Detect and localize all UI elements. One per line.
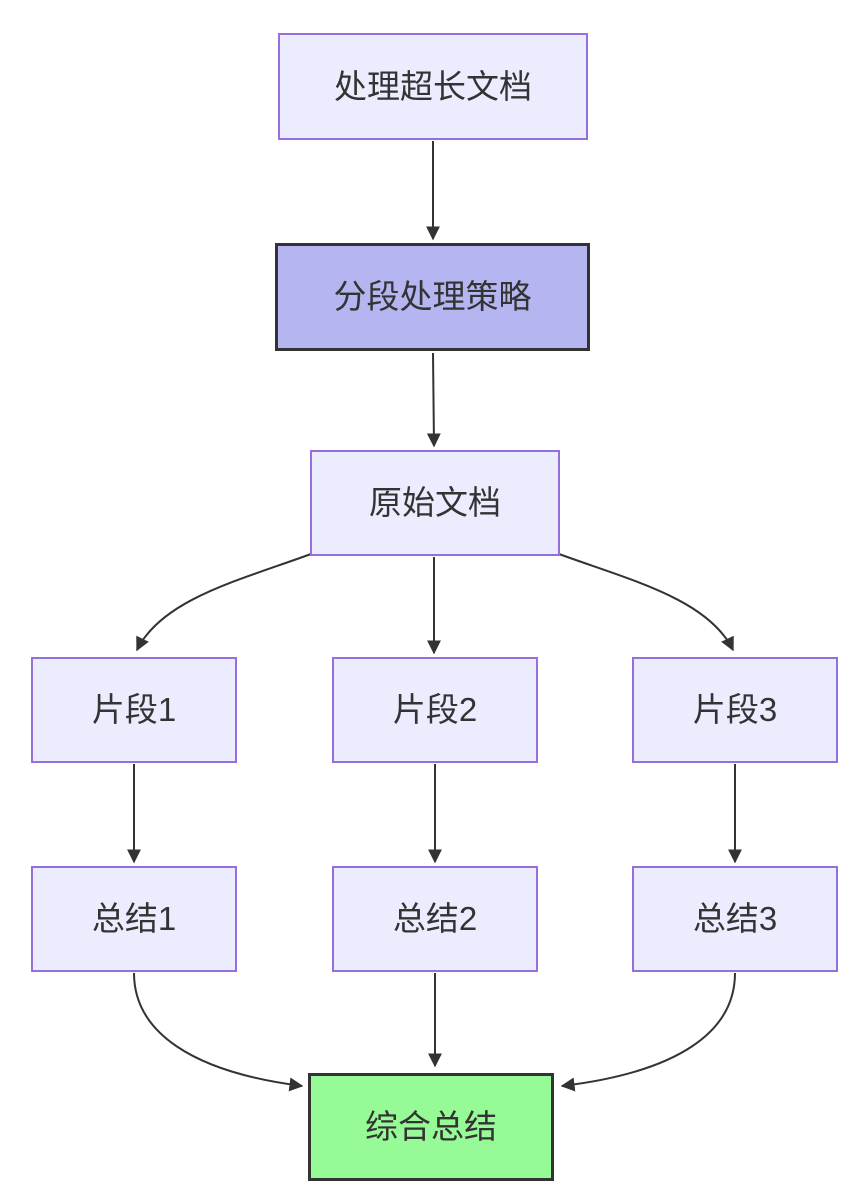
node-final-summary: 综合总结 [308, 1073, 554, 1181]
edge-source-seg3 [558, 553, 734, 652]
node-source-document: 原始文档 [310, 450, 560, 556]
node-segment-1: 片段1 [31, 657, 237, 763]
edge-source-seg1 [136, 553, 312, 652]
node-summary-2: 总结2 [332, 866, 538, 972]
edge-sum1-final [133, 972, 304, 1092]
edge-strategy-source [426, 352, 441, 448]
node-segment-2: 片段2 [332, 657, 538, 763]
node-strategy: 分段处理策略 [275, 243, 590, 351]
node-start: 处理超长文档 [278, 33, 588, 140]
node-segment-3: 片段3 [632, 657, 838, 763]
node-summary-1: 总结1 [31, 866, 237, 972]
edge-sum3-final [560, 972, 736, 1092]
node-summary-3: 总结3 [632, 866, 838, 972]
